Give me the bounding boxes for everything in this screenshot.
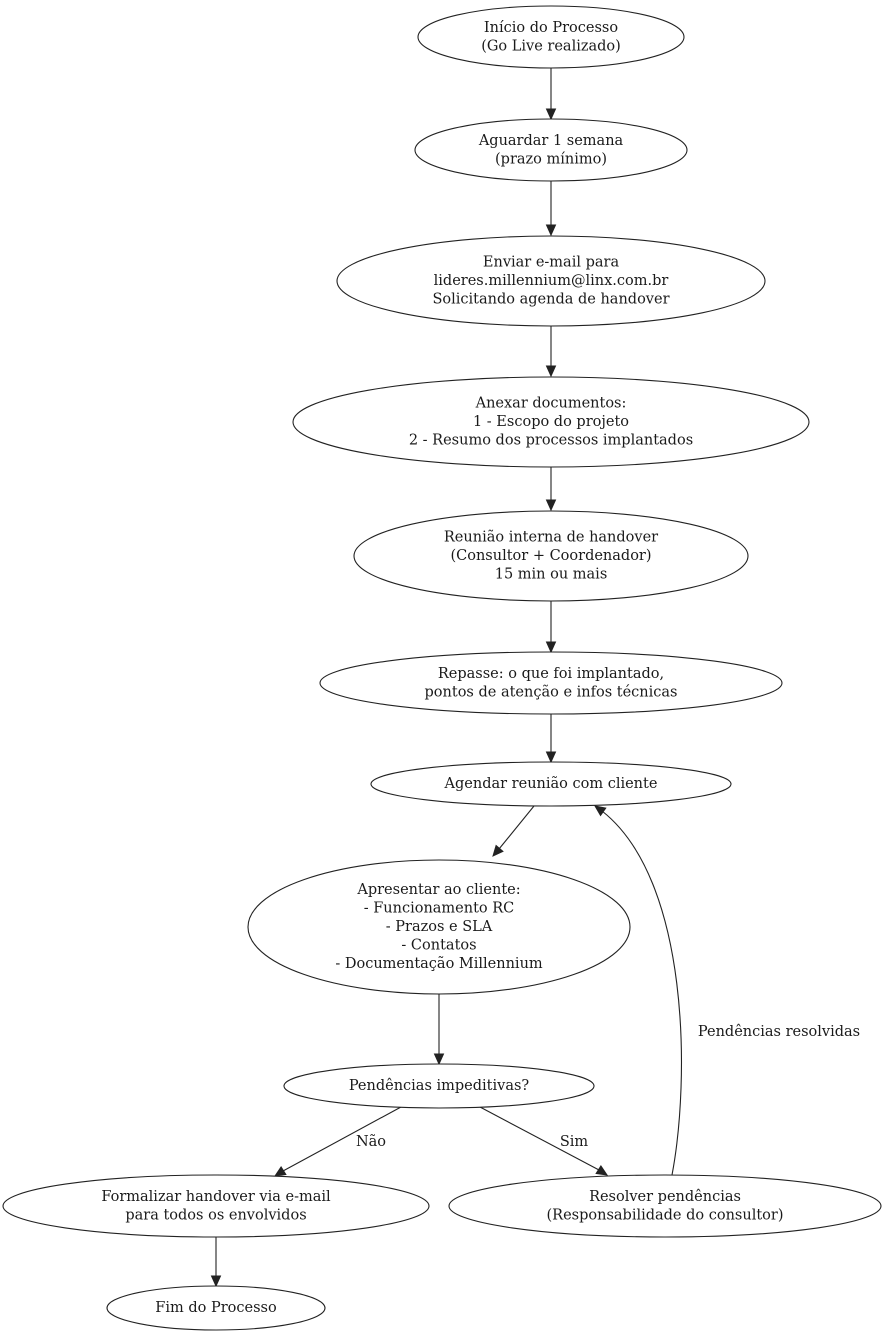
node-shape xyxy=(353,510,749,602)
edge-label: Sim xyxy=(560,1134,589,1150)
node-label-line: 2 - Resumo dos processos implantados xyxy=(409,433,693,449)
node-shape xyxy=(319,651,783,715)
edge-label: Pendências resolvidas xyxy=(698,1024,860,1040)
edge-aguardar-to-email xyxy=(545,181,557,237)
edge-line xyxy=(479,1106,600,1171)
node-label-line: - Documentação Millennium xyxy=(335,956,543,972)
node-resolver: Resolver pendências (Responsabilidade do … xyxy=(448,1174,882,1238)
edge-reuniao-interna-to-repasse xyxy=(545,601,557,654)
node-label-line: (Responsabilidade do consultor) xyxy=(547,1207,784,1223)
node-inicio: Início do Processo (Go Live realizado) xyxy=(417,5,685,69)
node-repasse: Repasse: o que foi implantado, pontos de … xyxy=(319,651,783,715)
edge-apresentar-to-pendencias xyxy=(433,994,445,1066)
node-formalizar: Formalizar handover via e-mail para todos… xyxy=(2,1174,430,1238)
edge-line xyxy=(601,810,682,1176)
node-agendar: Agendar reunião com cliente xyxy=(370,761,732,807)
node-label-line: 1 - Escopo do projeto xyxy=(473,414,629,430)
nodes-layer: Início do Processo (Go Live realizado) Agu… xyxy=(2,5,882,1331)
arrowhead xyxy=(545,499,557,512)
node-label-line: Repasse: o que foi implantado, xyxy=(438,666,664,682)
node-apresentar: Apresentar ao cliente: - Funcionamento RC… xyxy=(247,859,631,995)
node-label-line: - Contatos xyxy=(401,938,476,954)
node-shape xyxy=(247,859,631,995)
edge-agendar-to-apresentar xyxy=(492,805,535,857)
edge-email-to-anexar xyxy=(545,326,557,378)
node-aguardar: Aguardar 1 semana (prazo mínimo) xyxy=(414,118,688,182)
edge-pendencias-to-formalizar xyxy=(273,1106,402,1177)
node-fim: Fim do Processo xyxy=(106,1285,326,1331)
node-pendencias: Pendências impeditivas? xyxy=(283,1063,595,1109)
node-anexar: Anexar documentos: 1 - Escopo do projeto 2… xyxy=(292,376,810,468)
node-label-line: Apresentar ao cliente: xyxy=(356,882,520,898)
node-label-line: (Go Live realizado) xyxy=(481,38,621,54)
node-label-line: Início do Processo xyxy=(484,20,618,36)
node-reuniao-interna: Reunião interna de handover (Consultor + … xyxy=(353,510,749,602)
node-label-line: Aguardar 1 semana xyxy=(478,133,624,149)
node-label-line: pontos de atenção e infos técnicas xyxy=(425,684,678,700)
node-shape xyxy=(370,761,732,807)
node-label-line: Formalizar handover via e-mail xyxy=(101,1189,331,1205)
node-label-line: Solicitando agenda de handover xyxy=(432,292,669,308)
node-label-line: - Funcionamento RC xyxy=(364,901,515,917)
node-shape xyxy=(414,118,688,182)
arrowhead xyxy=(595,1164,609,1176)
node-label-line: Anexar documentos: xyxy=(475,396,627,412)
edges-layer xyxy=(210,68,682,1288)
node-label-line: Resolver pendências xyxy=(589,1189,741,1205)
arrowhead xyxy=(492,844,504,857)
edge-anexar-to-reuniao-interna xyxy=(545,467,557,512)
edge-labels-layer: Não Sim Pendências resolvidas xyxy=(356,1024,860,1150)
edge-repasse-to-agendar xyxy=(545,714,557,764)
arrowhead xyxy=(545,641,557,654)
arrowhead xyxy=(594,805,607,817)
node-label-line: Fim do Processo xyxy=(155,1300,276,1316)
edge-pendencias-to-resolver xyxy=(479,1106,609,1176)
arrowhead xyxy=(433,1053,445,1066)
arrowhead xyxy=(545,751,557,764)
arrowhead xyxy=(273,1165,287,1177)
arrowhead xyxy=(210,1275,222,1288)
edge-formalizar-to-fim xyxy=(210,1237,222,1288)
node-label-line: Reunião interna de handover xyxy=(444,530,658,546)
node-shape xyxy=(417,5,685,69)
edge-line xyxy=(282,1106,402,1172)
edge-inicio-to-aguardar xyxy=(545,68,557,121)
node-label-line: 15 min ou mais xyxy=(495,567,608,583)
arrowhead xyxy=(545,224,557,237)
node-label-line: (Consultor + Coordenador) xyxy=(450,548,651,564)
arrowhead xyxy=(545,365,557,378)
edge-label: Não xyxy=(356,1134,386,1150)
node-label-line: (prazo mínimo) xyxy=(495,151,607,167)
node-shape xyxy=(283,1063,595,1109)
node-label-line: Enviar e-mail para xyxy=(483,255,620,271)
node-label-line: para todos os envolvidos xyxy=(125,1207,306,1223)
node-shape xyxy=(448,1174,882,1238)
node-label-line: lideres.millennium@linx.com.br xyxy=(434,273,669,289)
node-shape xyxy=(2,1174,430,1238)
node-label-line: Pendências impeditivas? xyxy=(349,1078,530,1094)
node-email: Enviar e-mail para lideres.millennium@lin… xyxy=(336,235,766,327)
node-label-line: Agendar reunião com cliente xyxy=(444,776,658,792)
node-shape xyxy=(336,235,766,327)
edge-line xyxy=(498,805,535,850)
node-shape xyxy=(106,1285,326,1331)
arrowhead xyxy=(545,108,557,121)
edge-resolver-to-agendar xyxy=(594,805,682,1176)
node-shape xyxy=(292,376,810,468)
node-label-line: - Prazos e SLA xyxy=(386,919,493,935)
